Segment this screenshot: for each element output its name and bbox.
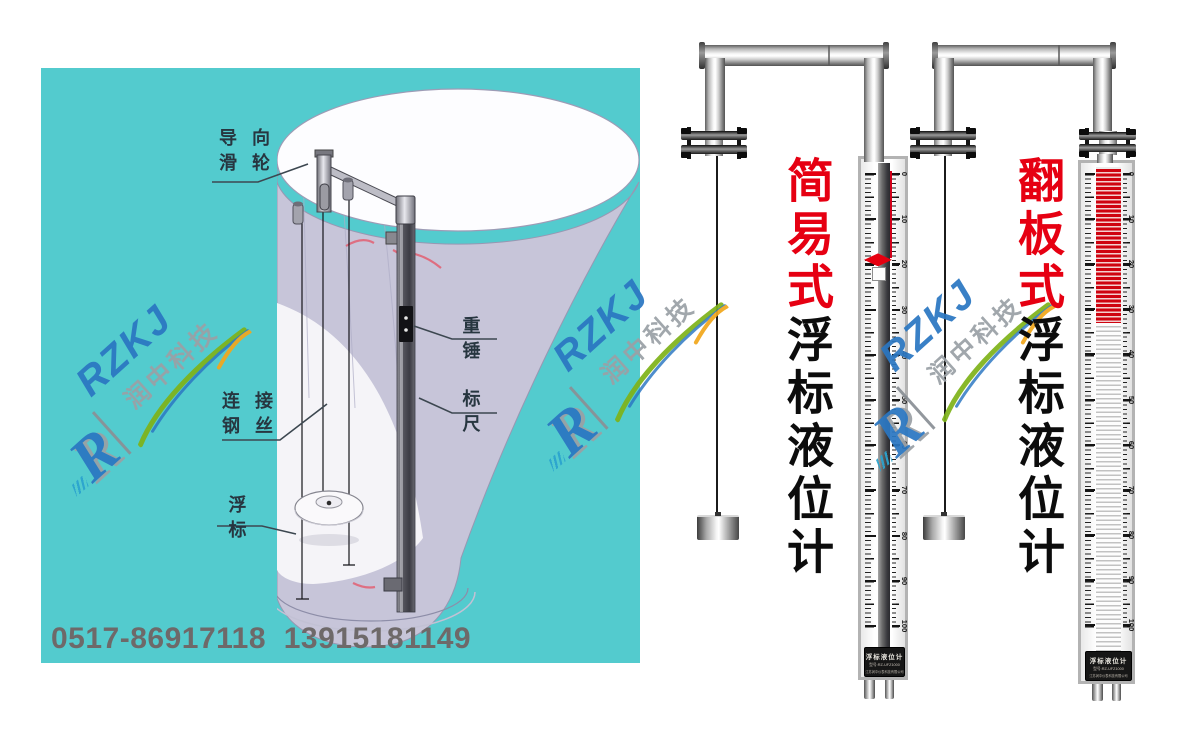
label-guide-pulley: 导 向 滑 轮 [218, 128, 275, 173]
scale-number: 60 [900, 441, 909, 450]
flange-1 [681, 127, 747, 159]
scale-number: 0 [1127, 171, 1136, 177]
nameplate-1: 浮标液位计 型号:RZ-UFZ1000 江苏润中仪表科技有限公司 [864, 647, 905, 677]
scale-number: 40 [900, 350, 909, 359]
bridge-pipe-1 [703, 45, 886, 66]
pipe-leg-right-2 [1093, 58, 1112, 133]
hammer-weight-block [399, 306, 413, 342]
product-type-red: 简易式 [780, 156, 833, 315]
product-title-flap: 翻板式浮标液位计 [1006, 156, 1068, 580]
counterweight-1 [697, 512, 739, 540]
bridge-pipe-2 [936, 45, 1113, 66]
guide-pulley-assembly [292, 149, 416, 225]
bottom-stub [1112, 684, 1121, 701]
bottom-stub [864, 680, 875, 699]
tank-top-ellipse [277, 88, 640, 232]
flange-2 [910, 127, 976, 159]
label-ruler: 标 尺 [462, 389, 486, 434]
scale-number: 10 [1127, 214, 1136, 224]
phone-numbers: 0517-86917118 13915181149 [51, 622, 472, 655]
scale-ticks-right [892, 173, 900, 629]
hanging-wire-1 [716, 156, 718, 515]
scale-number: 70 [1127, 485, 1136, 494]
pointer-diamond [864, 253, 892, 267]
scale-number: 60 [1127, 440, 1136, 449]
pipe-leg-right-1 [864, 58, 884, 162]
pipe-endcap [883, 42, 889, 69]
nameplate-model: 型号:RZ-UFZ1000 [1093, 667, 1124, 671]
scale-number: 90 [1127, 575, 1136, 585]
rod-red-line [890, 171, 892, 258]
scale-number: 40 [1127, 350, 1136, 359]
pipe-coupling [1058, 45, 1060, 66]
pipe-leg-left-2 [934, 58, 954, 132]
pipe-coupling [828, 45, 830, 66]
gauge-neck-pipe [1097, 154, 1113, 163]
pipe-endcap [699, 42, 705, 69]
tank-bottom-rim-inner [277, 587, 469, 622]
connecting-wires [296, 200, 355, 600]
scale-number: 0 [900, 171, 909, 177]
scale-ticks-left [865, 173, 876, 629]
nameplate-title: 浮标液位计 [865, 654, 904, 661]
scale-number: 50 [1127, 395, 1136, 404]
tank-bottom-rim-outer [277, 591, 476, 632]
scale-number: 90 [900, 576, 909, 585]
float-disc [294, 490, 364, 546]
scale-ticks-right [1123, 173, 1131, 629]
scale-number: 70 [900, 486, 909, 495]
scale-number: 30 [900, 305, 909, 314]
gauge-rod [878, 163, 890, 649]
scale-number: 100 [1127, 618, 1136, 632]
label-connecting-wire: 连 接 钢 丝 [221, 391, 278, 436]
bottom-stub [885, 680, 894, 699]
bottom-stub [1092, 684, 1103, 701]
pipe-leg-left-1 [705, 58, 725, 132]
product-type-red: 翻板式 [1011, 156, 1064, 315]
nameplate-model: 型号:RZ-UFZ1000 [869, 663, 900, 667]
pipe-endcap [932, 42, 938, 69]
pointer-window [872, 266, 886, 281]
counterweight-2 [923, 512, 965, 540]
gauge-column-simple: 0 10 20 30 40 50 60 70 80 90 100 浮标液位计 型号:RZ-UFZ10… [858, 156, 910, 680]
scale-number: 10 [900, 215, 909, 224]
product-name-black: 浮标液位计 [780, 315, 833, 580]
flap-red [1096, 169, 1121, 323]
label-weight: 重 锤 [462, 316, 486, 361]
pipe-endcap [1110, 42, 1116, 69]
scale-number: 30 [1127, 305, 1136, 314]
nameplate-2: 浮标液位计 型号:RZ-UFZ1000 江苏润中仪表科技有限公司 [1085, 651, 1132, 681]
nameplate-title: 浮标液位计 [1089, 658, 1128, 665]
nameplate-company: 江苏润中仪表科技有限公司 [865, 670, 904, 674]
scale-number: 20 [900, 260, 909, 269]
flange-3 [1079, 128, 1136, 158]
product-name-black: 浮标液位计 [1011, 315, 1064, 580]
scale-number: 80 [1127, 530, 1136, 539]
nameplate-company: 江苏润中仪表科技有限公司 [1089, 674, 1128, 678]
scale-number: 20 [1127, 260, 1136, 269]
hanging-wire-2 [944, 156, 946, 515]
scale-number: 50 [900, 395, 909, 405]
scale-numbers: 0 10 20 30 40 50 60 70 80 90 100 [899, 172, 910, 632]
flap-gray [1096, 322, 1121, 672]
product-title-simple: 简易式浮标液位计 [775, 156, 837, 580]
scale-numbers: 0 10 20 30 40 50 60 70 80 90 100 [1126, 172, 1137, 631]
scale-ticks-left [1085, 173, 1095, 629]
scale-number: 80 [900, 531, 909, 540]
gauge-track [383, 221, 416, 613]
label-float: 浮 标 [228, 495, 252, 540]
tank-cutaway-illustration [212, 88, 640, 648]
gauge-column-flap: 0 10 20 30 40 50 60 70 80 90 100 浮标液位计 型号:RZ-UFZ10… [1078, 160, 1137, 684]
scale-number: 100 [900, 619, 909, 633]
